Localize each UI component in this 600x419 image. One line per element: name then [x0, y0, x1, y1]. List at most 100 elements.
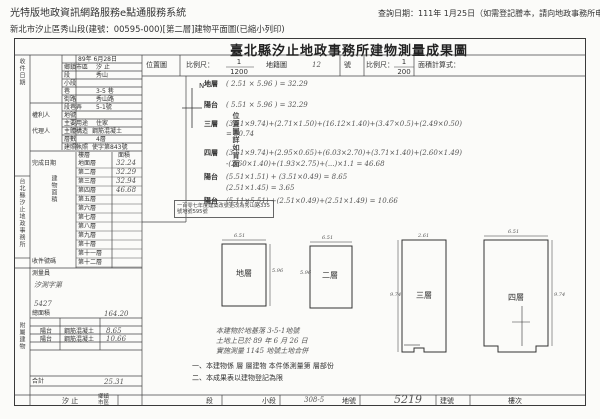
plan-dimension-side: 9.74 [390, 292, 402, 298]
structure-value: 鋼筋混凝土 [92, 128, 123, 135]
attached-row-area: 10.66 [106, 335, 127, 343]
lane-label: 巷 [64, 88, 71, 95]
system-name: 光特版地政資訊網路服務e點通服務系統 [10, 8, 187, 19]
calc-floor-label: 陽台 [204, 173, 218, 181]
calc-expression: = 50.74 [226, 130, 255, 138]
query-date: 查詢日期：111年 1月25日（如需登記謄本，請向地政事務所申請。） [378, 9, 600, 18]
plan-dimension-side: 5.96 [300, 270, 312, 276]
road-label: 街路 [64, 96, 77, 103]
plan-dimension-side: 5.96 [272, 268, 284, 274]
section-value: 秀山 [96, 72, 109, 79]
calc-floor-label: 地層 [204, 80, 218, 88]
floor-row-name: 第八層 [78, 223, 97, 230]
footer-section-label: 段 [206, 397, 213, 405]
floor-row-area: 32.94 [116, 177, 137, 185]
floors-value: 4層 [96, 136, 106, 143]
plan-dimension-side: 9.74 [554, 292, 566, 298]
done-date-label: 完成日期 [32, 160, 57, 167]
use-value: 住家 [96, 120, 109, 127]
footer-build-label: 建號 [440, 397, 454, 405]
certification-line: 本建物於地基落 3-5-1地號 [216, 327, 300, 335]
calc-expression: (5.11×5.51) +(2.51×0.49)+(2.51×1.49) = 1… [226, 197, 398, 205]
calc-floor-label: 陽台 [204, 197, 218, 205]
survey-sheet [14, 38, 586, 406]
calc-label: 面積計算式： [418, 61, 460, 69]
receipt-date: 89年 6月28日 [78, 56, 117, 63]
footer-land-label: 地號 [342, 397, 356, 405]
floors-group-label: 建物面積 [50, 175, 57, 203]
footer-township: 汐 止 [62, 397, 79, 405]
calc-expression: ( 5.51 × 5.96 ) = 32.29 [226, 101, 308, 109]
note-2: 二、本成果表以建物登記為限 [192, 374, 283, 382]
survey-value: 汐測字第 [34, 281, 62, 289]
section-label: 段 [64, 72, 71, 79]
attached-label: 附屬建物 [18, 322, 25, 350]
build-no-value: 使字第843號 [92, 144, 128, 151]
total-label: 合計 [32, 378, 45, 385]
footer-build-no: 5219 [394, 393, 422, 406]
road-value: 秀山路 [96, 96, 115, 103]
plan-dimension-top: 2.61 [418, 233, 430, 239]
floor-row-name: 地面層 [78, 160, 97, 167]
plan-scale-label: 比例尺： [366, 61, 394, 69]
receipt-no-label: 收件號碼 [32, 258, 57, 265]
owner-label: 權利人 [32, 112, 51, 119]
structure-label: 主體構造 [64, 128, 89, 135]
floor-row-area: 32.24 [116, 159, 137, 167]
plan-scale-den: 200 [397, 68, 411, 76]
floor-row-name: 第九層 [78, 232, 97, 239]
floor-row-name: 第十層 [78, 241, 97, 248]
township-label: 鄉鎮市區 [64, 64, 89, 71]
calc-expression: (5.51×1.51) + (3.51×0.49) = 8.65 [226, 173, 348, 181]
floor-row-name: 第五層 [78, 196, 97, 203]
calc-expression: (3.51×9.74)+(2.95×0.65)+(6.03×2.70)+(3.7… [226, 149, 462, 157]
certification-line: 土地上已於 89 年 6 月 26 日 [216, 337, 308, 345]
subsection-label: 小段 [64, 80, 77, 87]
sheet-unit: 號 [344, 61, 351, 69]
footer-land-no: 308-5 [304, 396, 325, 404]
calc-floor-label: 四層 [204, 149, 218, 157]
build-no-label: 建照執照 [64, 144, 89, 151]
record-line: 新北市汐止區秀山段(建號：00595-000)[第二層]建物平面圖(已縮小列印) [10, 24, 285, 34]
seg-value: 5-1號 [96, 104, 112, 111]
plan-room-label: 二層 [322, 271, 338, 280]
plan-fourth-floor-outline [483, 239, 549, 353]
plan-dimension-top: 6.51 [234, 233, 246, 239]
floor-row-name: 第十一層 [78, 250, 103, 257]
north-arrow-icon [182, 88, 202, 128]
renumber-stamp: 一百零七年度建築改號更改為秀山路335號地號595號 [174, 200, 274, 218]
land-label: 地號 [64, 112, 77, 119]
site-scale-label: 比例尺： [186, 61, 214, 69]
footer-township-label-2: 市區 [98, 400, 110, 406]
plan-room-label: 三層 [416, 291, 432, 300]
total-area-label: 總面積 [32, 310, 51, 317]
certification-line: 實施測量 1145 地號土地合併 [216, 347, 309, 355]
floor-row-name: 第十二層 [78, 259, 103, 266]
calc-expression: (2.51×1.45) = 3.65 [226, 184, 295, 192]
agent-label: 代理人 [32, 128, 51, 135]
calc-expression: -(2.60×1.40)+(1.93×2.75)+(...)×1.1 = 46.… [226, 160, 385, 168]
receipt-date-label: 收件日期 [18, 58, 25, 86]
survey-label: 測量員 [32, 270, 51, 277]
plan-dimension-top: 6.51 [322, 235, 334, 241]
renumber-stamp-text: 一百零七年度建築改號更改為秀山路335號地號595號 [177, 203, 270, 215]
calc-expression: (3.51×9.74)+(2.71×1.50)+(16.12×1.40)+(3.… [226, 120, 462, 128]
attached-row-structure: 鋼筋混凝土 [64, 336, 95, 343]
floors-col-name: 樓層 [78, 152, 91, 159]
survey-number: 5427 [34, 300, 52, 308]
plan-room-label: 四層 [508, 293, 524, 302]
site-scale-den: 1200 [230, 68, 248, 76]
attached-row-name: 陽台 [40, 328, 53, 335]
use-label: 主要用途 [64, 120, 89, 127]
total-area-value: 164.20 [104, 310, 129, 318]
floor-row-name: 第二層 [78, 169, 97, 176]
site-label: 位置圖 [146, 61, 167, 69]
plan-dimension-top: 6.51 [508, 229, 520, 235]
floors-col-area: 面積 [118, 152, 131, 159]
north-label: N [199, 82, 205, 90]
floors-label: 層數 [64, 136, 77, 143]
form-title: 臺北縣汐止地政事務所建物測量成果圖 [230, 44, 469, 59]
